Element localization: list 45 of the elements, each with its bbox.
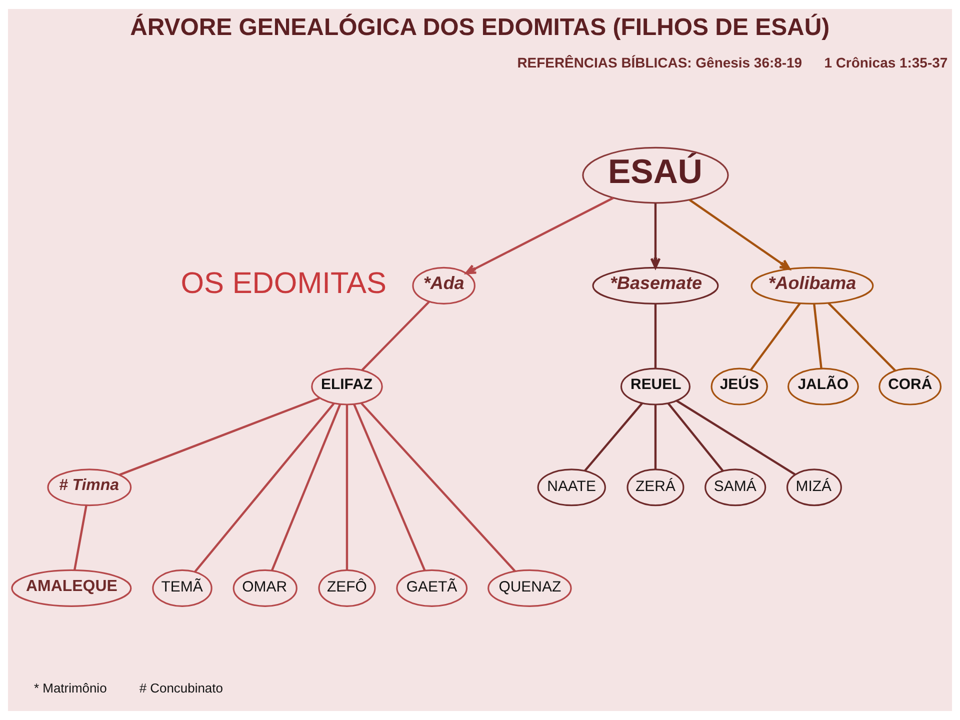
legend-label: * Matrimônio bbox=[34, 680, 107, 696]
arrow bbox=[465, 196, 614, 274]
node-ellipse: CORÁ bbox=[878, 368, 942, 406]
connector bbox=[194, 402, 335, 573]
node-ellipse: ZEFÔ bbox=[318, 569, 376, 607]
connector bbox=[353, 404, 426, 571]
node-ellipse: *Aolibama bbox=[750, 266, 874, 304]
label: 1 Crônicas 1:35-37 bbox=[824, 54, 948, 71]
node-ellipse: JEÚS bbox=[710, 368, 768, 406]
connector bbox=[667, 402, 724, 472]
node-ellipse: QUENAZ bbox=[488, 569, 572, 607]
node-ellipse: ESAÚ bbox=[582, 146, 729, 204]
diagram-title: ÁRVORE GENEALÓGICA DOS EDOMITAS (FILHOS DE ESAÚ) bbox=[130, 14, 830, 42]
connector bbox=[346, 404, 348, 570]
connector bbox=[676, 400, 796, 476]
node-ellipse: REUEL bbox=[620, 368, 690, 406]
node-ellipse: MIZÁ bbox=[786, 468, 842, 506]
connector bbox=[361, 300, 430, 371]
node-ellipse: OMAR bbox=[232, 569, 298, 607]
connector bbox=[828, 302, 896, 372]
connector bbox=[73, 505, 88, 570]
node-ellipse: *Basemate bbox=[592, 266, 719, 304]
node-ellipse: *Ada bbox=[412, 266, 476, 304]
connector bbox=[584, 402, 643, 472]
connector bbox=[750, 302, 801, 371]
legend-label: # Concubinato bbox=[139, 680, 223, 696]
label: REFERÊNCIAS BÍBLICAS: Gênesis 36:8-19 bbox=[517, 54, 802, 71]
node-ellipse: AMALEQUE bbox=[11, 569, 132, 607]
node-ellipse: NAATE bbox=[537, 468, 606, 506]
node-ellipse: ELIFAZ bbox=[311, 368, 383, 406]
connector bbox=[654, 404, 657, 470]
connector bbox=[360, 402, 516, 572]
connector bbox=[270, 404, 342, 571]
connector bbox=[119, 397, 320, 476]
node-ellipse: # Timna bbox=[47, 468, 132, 506]
arrow bbox=[650, 203, 661, 269]
node-ellipse: SAMÁ bbox=[704, 468, 766, 506]
node-ellipse: JALÃO bbox=[788, 368, 859, 406]
connector bbox=[813, 304, 822, 369]
node-ellipse: TEMÃ bbox=[152, 569, 212, 607]
node-ellipse: ZERÁ bbox=[626, 468, 684, 506]
arrow bbox=[688, 198, 790, 270]
label: OS EDOMITAS bbox=[180, 267, 386, 300]
connector bbox=[654, 304, 657, 368]
node-ellipse: GAETÃ bbox=[396, 569, 468, 607]
